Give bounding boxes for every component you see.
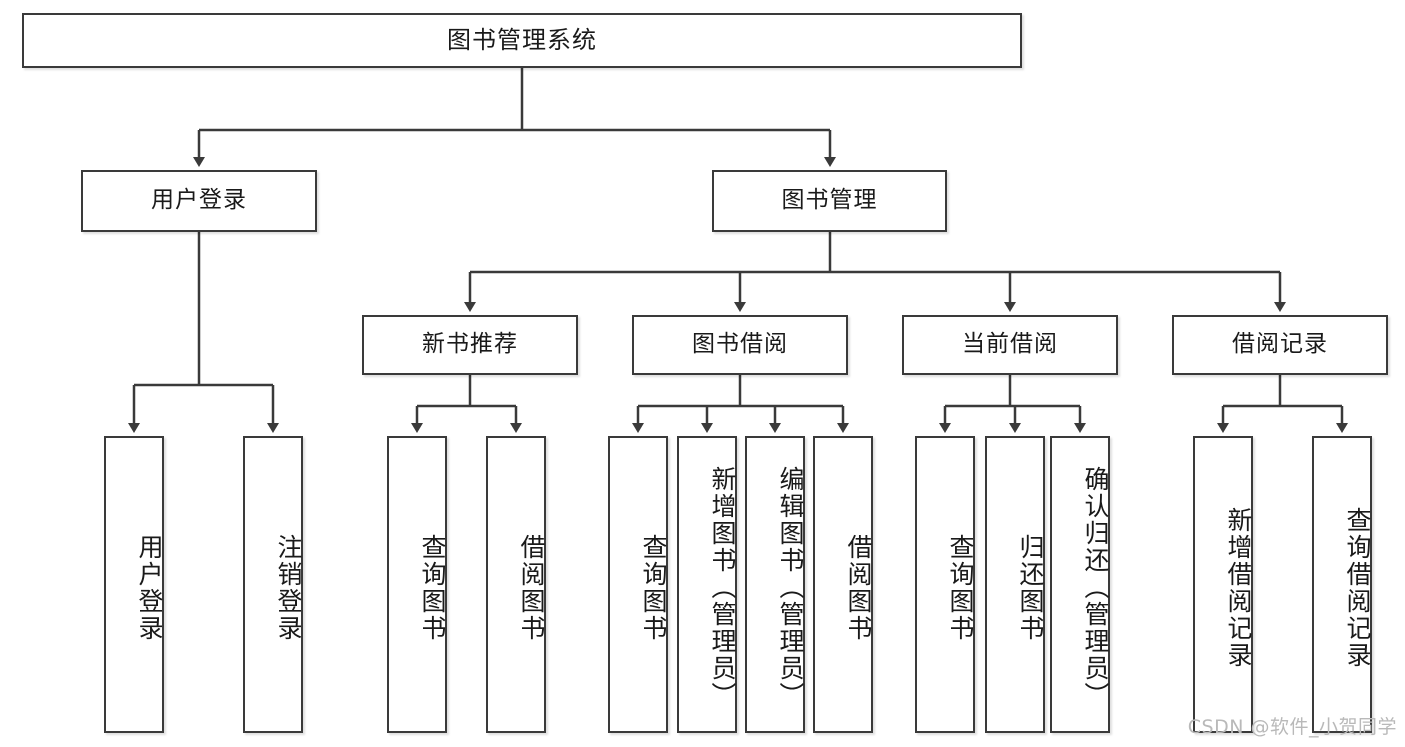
leaf-query-book-borrow[interactable]: 查询图书 — [608, 436, 668, 733]
node-label: 用户登录 — [135, 533, 164, 642]
node-label: 图书管理系统 — [447, 26, 597, 55]
leaf-logout[interactable]: 注销登录 — [243, 436, 303, 733]
node-label: 查询图书 — [639, 533, 668, 642]
node-label: 新书推荐 — [422, 331, 518, 358]
node-label: 借阅记录 — [1232, 331, 1328, 358]
node-new-book-recommend[interactable]: 新书推荐 — [362, 315, 578, 375]
node-label: 图书管理 — [781, 187, 878, 214]
node-root-system[interactable]: 图书管理系统 — [22, 13, 1022, 68]
leaf-add-book-admin[interactable]: 新增图书（管理员） — [677, 436, 737, 733]
leaf-query-borrow-record[interactable]: 查询借阅记录 — [1312, 436, 1372, 733]
node-label: 用户登录 — [151, 187, 247, 214]
node-label: 借阅图书 — [844, 533, 873, 642]
node-label: 查询借阅记录 — [1343, 506, 1372, 669]
leaf-confirm-return-admin[interactable]: 确认归还（管理员） — [1050, 436, 1110, 733]
leaf-query-book-recommend[interactable]: 查询图书 — [387, 436, 447, 733]
watermark: CSDN @软件_小贺同学 — [1187, 716, 1397, 738]
node-label: 新增借阅记录 — [1224, 506, 1253, 669]
node-label: 图书借阅 — [692, 331, 788, 358]
leaf-edit-book-admin[interactable]: 编辑图书（管理员） — [745, 436, 805, 733]
leaf-borrow-book-recommend[interactable]: 借阅图书 — [486, 436, 546, 733]
leaf-borrow-book[interactable]: 借阅图书 — [813, 436, 873, 733]
node-label: 归还图书 — [1016, 533, 1045, 642]
node-label: 编辑图书（管理员） — [776, 466, 805, 709]
node-user-login[interactable]: 用户登录 — [81, 170, 317, 232]
node-borrow-record[interactable]: 借阅记录 — [1172, 315, 1388, 375]
leaf-add-borrow-record[interactable]: 新增借阅记录 — [1193, 436, 1253, 733]
node-label: 当前借阅 — [962, 331, 1058, 358]
node-label: 查询图书 — [418, 533, 447, 642]
node-label: 新增图书（管理员） — [708, 466, 737, 709]
leaf-query-book-current[interactable]: 查询图书 — [915, 436, 975, 733]
node-label: 查询图书 — [946, 533, 975, 642]
leaf-user-login[interactable]: 用户登录 — [104, 436, 164, 733]
node-current-borrow[interactable]: 当前借阅 — [902, 315, 1118, 375]
node-label: 确认归还（管理员） — [1081, 466, 1110, 709]
node-label: 注销登录 — [274, 533, 303, 642]
node-label: 借阅图书 — [517, 533, 546, 642]
leaf-return-book[interactable]: 归还图书 — [985, 436, 1045, 733]
node-book-borrow[interactable]: 图书借阅 — [632, 315, 848, 375]
node-book-management[interactable]: 图书管理 — [712, 170, 947, 232]
